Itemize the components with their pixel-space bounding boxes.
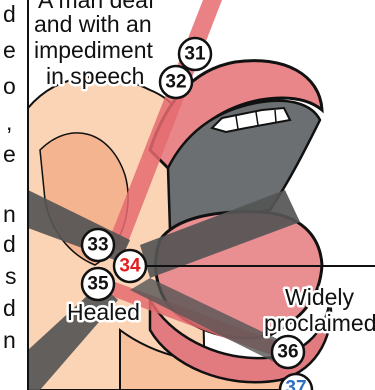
marker-34: 34 <box>114 250 146 282</box>
marker-33: 33 <box>82 229 114 261</box>
label-widely: Widely <box>285 284 355 310</box>
left-fragment-4: , <box>6 109 12 135</box>
marker-35-number: 35 <box>87 274 109 295</box>
left-fragment-1: d <box>3 1 16 27</box>
label-top-line3: impediment <box>34 37 153 63</box>
marker-36: 36 <box>272 336 304 368</box>
left-fragment-9: d <box>3 295 16 321</box>
label-proclaimed: proclaimed <box>264 310 375 336</box>
left-fragment-3: o <box>3 73 16 99</box>
marker-35: 35 <box>82 268 114 300</box>
marker-31: 31 <box>179 38 211 70</box>
marker-37-number: 37 <box>285 378 306 390</box>
left-fragment-7: d <box>3 231 16 257</box>
marker-33-number: 33 <box>87 235 108 256</box>
label-healed: Healed <box>67 299 140 325</box>
left-fragment-8: s <box>5 263 17 289</box>
label-top-line4: in speech <box>46 63 144 89</box>
left-fragment-2: e <box>3 37 16 63</box>
left-fragment-6: n <box>3 201 16 227</box>
left-fragment-10: n <box>3 327 16 353</box>
marker-36-number: 36 <box>277 342 298 363</box>
marker-32: 32 <box>160 66 192 98</box>
label-top-line2: and with an <box>34 11 152 37</box>
marker-31-number: 31 <box>184 44 206 65</box>
marker-32-number: 32 <box>165 72 186 93</box>
marker-34-number: 34 <box>119 256 141 277</box>
left-fragment-5: e <box>3 141 16 167</box>
